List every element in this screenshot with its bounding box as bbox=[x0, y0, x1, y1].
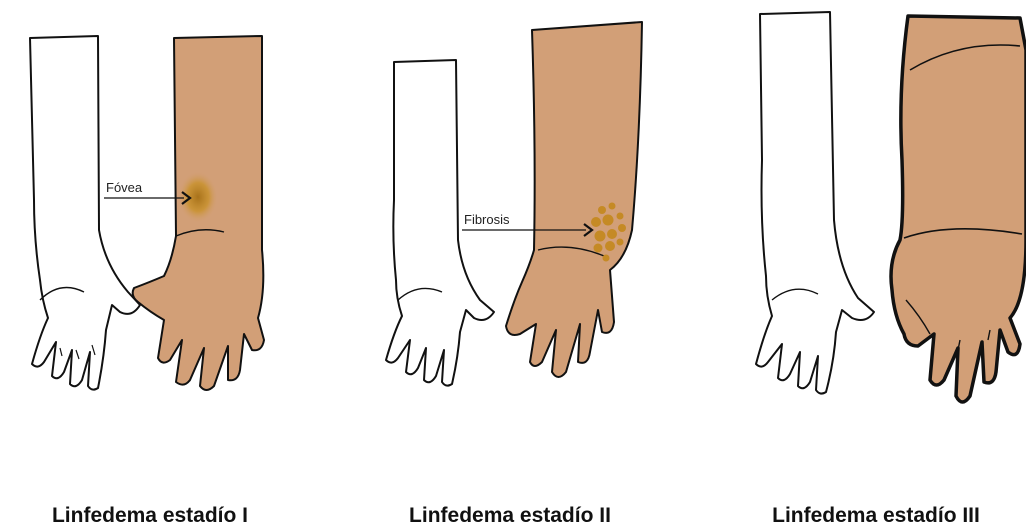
fovea-label: Fóvea bbox=[106, 180, 143, 195]
panel-stage-2: Fibrosis bbox=[386, 22, 642, 386]
normal-arm-3 bbox=[756, 12, 874, 394]
panel-stage-1: Fóvea bbox=[30, 36, 264, 390]
panel-stage-3 bbox=[756, 12, 1026, 402]
caption-stage-3: Linfedema estadío III bbox=[726, 500, 1026, 531]
stage-2-arm bbox=[506, 22, 642, 377]
normal-arm-1 bbox=[30, 36, 140, 390]
caption-stage-2: Linfedema estadío II bbox=[360, 500, 660, 531]
caption-stage-1: Linfedema estadío I bbox=[0, 500, 300, 531]
fovea-mark bbox=[178, 171, 218, 223]
fibrosis-label: Fibrosis bbox=[464, 212, 510, 227]
